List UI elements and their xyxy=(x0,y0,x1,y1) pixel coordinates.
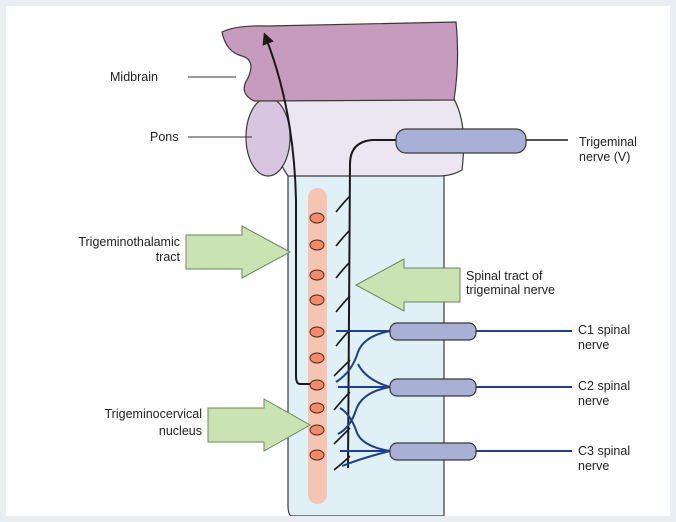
spinal-tract-label: Spinal tract of xyxy=(466,269,543,283)
spinal-tract-label-line2: trigeminal nerve xyxy=(466,283,555,297)
nucleus-dot xyxy=(310,270,324,280)
trigeminothalamic-pointer-arrow xyxy=(186,226,290,278)
trigeminal-nerve-label: Trigeminal xyxy=(579,135,637,149)
nucleus-dot xyxy=(310,425,324,435)
trigeminal-nerve-root xyxy=(396,129,526,153)
nucleus-dot xyxy=(310,353,324,363)
c3-nerve-root xyxy=(390,443,476,460)
trigeminocervical-label: Trigeminocervical xyxy=(105,407,202,421)
trigeminal-nerve-label-line2: nerve (V) xyxy=(579,150,630,164)
nucleus-dot xyxy=(310,380,324,390)
c1-nerve-root xyxy=(390,323,476,340)
nucleus-dot xyxy=(310,295,324,305)
c2-spinal-nerve-label-line2: nerve xyxy=(578,394,609,408)
brainstem-diagram: Midbrain Pons Trigeminothalamic tract Tr… xyxy=(6,6,670,516)
c3-spinal-nerve-label-line2: nerve xyxy=(578,459,609,473)
midbrain xyxy=(222,22,458,101)
trigeminothalamic-label-line2: tract xyxy=(156,250,181,264)
trigeminothalamic-label: Trigeminothalamic xyxy=(78,235,180,249)
c3-spinal-nerve-label: C3 spinal xyxy=(578,444,630,458)
pons-label: Pons xyxy=(150,130,179,144)
nucleus-dot xyxy=(310,450,324,460)
diagram-frame: Midbrain Pons Trigeminothalamic tract Tr… xyxy=(6,6,670,516)
c2-spinal-nerve-label: C2 spinal xyxy=(578,379,630,393)
c1-spinal-nerve-label-line2: nerve xyxy=(578,338,609,352)
nucleus-dot xyxy=(310,327,324,337)
c2-nerve-root xyxy=(390,379,476,396)
nucleus-dot xyxy=(310,240,324,250)
c1-spinal-nerve-label: C1 spinal xyxy=(578,323,630,337)
nucleus-dot xyxy=(310,213,324,223)
leader-lines xyxy=(188,77,252,137)
nucleus-dot xyxy=(310,403,324,413)
midbrain-label: Midbrain xyxy=(110,70,158,84)
trigeminocervical-label-line2: nucleus xyxy=(159,424,202,438)
pons-bulge xyxy=(246,98,290,176)
